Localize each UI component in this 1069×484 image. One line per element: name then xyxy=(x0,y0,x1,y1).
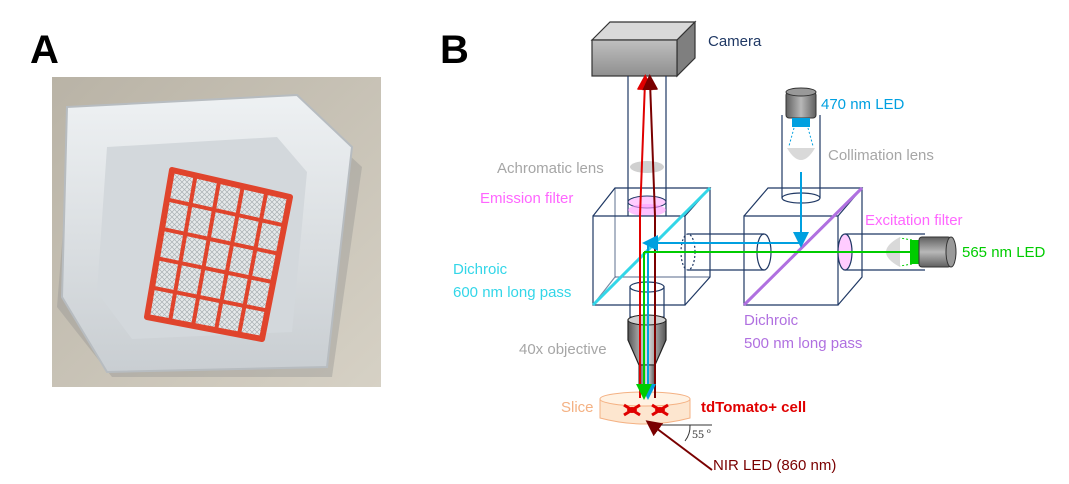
objective-label: 40x objective xyxy=(519,341,607,358)
camera-label: Camera xyxy=(708,33,762,50)
dark-red-ray-right xyxy=(642,74,659,398)
slice-dish xyxy=(599,391,691,425)
excitation-label: Excitation filter xyxy=(865,212,963,229)
panel-label-a: A xyxy=(30,28,59,72)
led-565-icon xyxy=(910,236,957,268)
dichroic600-label-line2: 600 nm long pass xyxy=(453,284,571,301)
angle-indicator xyxy=(662,424,712,442)
led-470-icon xyxy=(785,87,817,127)
camera-tube xyxy=(627,76,667,216)
dichroic600-label-line1: Dichroic xyxy=(453,261,508,278)
emission-label: Emission filter xyxy=(480,190,573,207)
achromatic-lens xyxy=(630,161,664,173)
nir-ray xyxy=(645,420,713,471)
achromatic-label: Achromatic lens xyxy=(497,160,604,177)
angle-label: 55 º xyxy=(692,427,711,441)
red-emission-ray-left xyxy=(636,74,653,398)
dichroic500-label-line2: 500 nm long pass xyxy=(744,335,862,352)
camera-icon xyxy=(590,20,697,78)
collimation-label: Collimation lens xyxy=(828,147,934,164)
led565-label: 565 nm LED xyxy=(962,244,1046,261)
light-paths xyxy=(636,74,910,471)
nir-label: NIR LED (860 nm) xyxy=(713,457,836,474)
tray-photo xyxy=(52,77,381,387)
tdtomato-cells xyxy=(623,403,669,417)
led470-label: 470 nm LED xyxy=(821,96,905,113)
collimation-lens-470 xyxy=(787,148,815,160)
dichroic500-label-line1: Dichroic xyxy=(744,312,799,329)
cell-label: tdTomato+ cell xyxy=(701,399,806,416)
emission-filter xyxy=(627,195,667,216)
slice-label: Slice xyxy=(561,399,594,416)
red-grid xyxy=(144,167,293,342)
panel-label-b: B xyxy=(440,28,469,72)
